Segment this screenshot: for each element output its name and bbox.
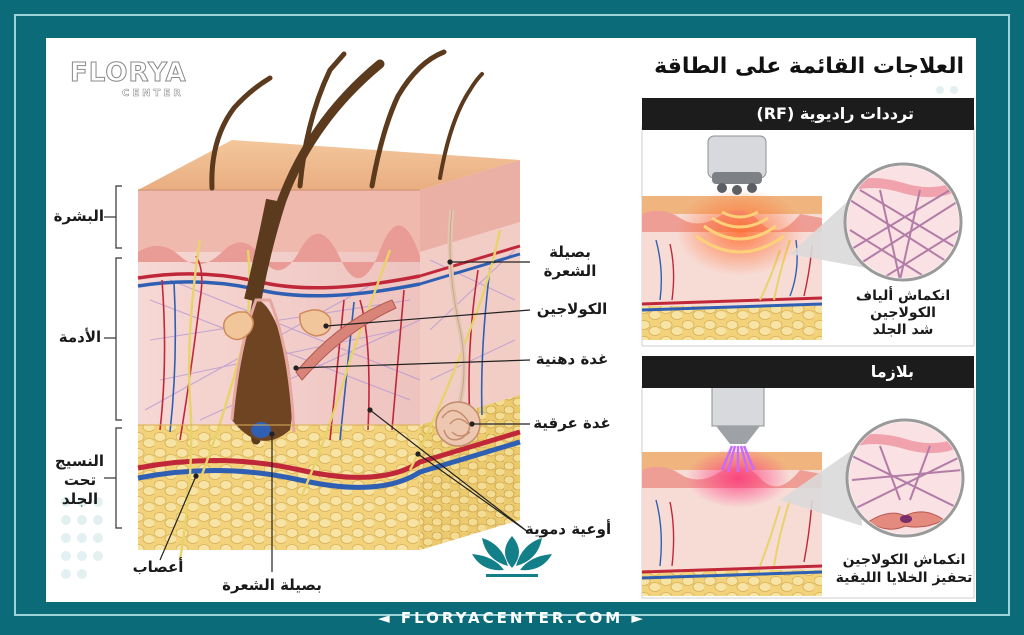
label-nerves: أعصاب	[132, 558, 184, 576]
rf-caption-3: شد الجلد	[872, 322, 934, 338]
label-follicle-top-2: الشعرة	[543, 262, 597, 280]
label-dermis: الأدمة	[58, 328, 102, 346]
plasma-caption-2: تحفيز الخلايا الليفية	[835, 570, 973, 586]
leader-lines	[159, 259, 531, 572]
plasma-header: بلازما	[642, 356, 974, 388]
skin-block	[137, 49, 521, 561]
outer-frame	[14, 14, 1010, 616]
label-hair-follicle: بصيلة الشعرة	[222, 576, 322, 594]
rf-illustration	[641, 125, 975, 347]
page-title: العلاجات القائمة على الطاقة	[654, 54, 964, 79]
brand-sub: CENTER	[122, 88, 184, 100]
plasma-caption-1: انكماش الكولاجين	[842, 552, 966, 568]
label-subcutaneous-2: تحت	[63, 471, 97, 489]
label-collagen: الكولاجين	[536, 300, 608, 318]
label-sweat-gland: غدة عرقية	[533, 414, 611, 432]
label-blood-vessels: أوعية دموية	[524, 520, 612, 538]
brand-logo: FLORYA CENTER	[70, 58, 187, 100]
rf-caption-2: الكولاجين	[870, 305, 936, 321]
label-follicle-top-1: بصيلة	[549, 243, 591, 261]
label-subcutaneous-1: النسيج	[54, 452, 104, 470]
label-sebaceous-gland: غدة دهنية	[535, 350, 609, 368]
florya-leaf-logo	[472, 536, 552, 577]
footer-url[interactable]: ◄ FLORYACENTER.COM ►	[378, 609, 646, 627]
rf-caption-1: انكماش ألياف	[855, 288, 951, 304]
label-epidermis: البشرة	[53, 207, 104, 225]
brand-name: FLORYA	[70, 58, 187, 89]
plasma-illustration	[641, 385, 975, 599]
label-subcutaneous-3: الجلد	[61, 490, 99, 508]
rf-header: ترددات راديوية (RF)	[642, 98, 974, 130]
layer-brackets	[104, 185, 122, 529]
